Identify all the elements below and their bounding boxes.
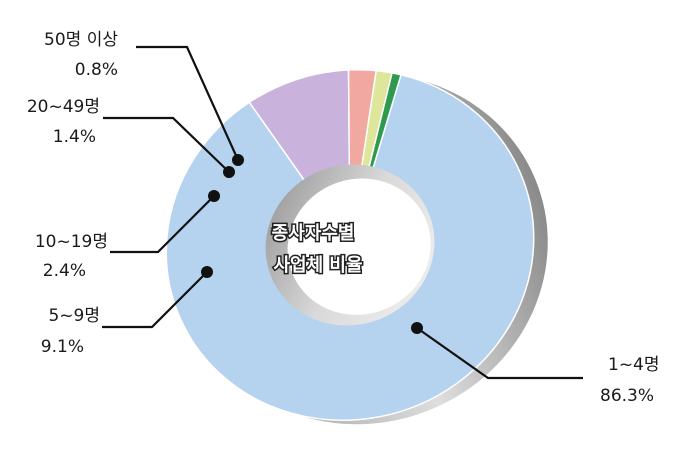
leader-dot-1-4: [411, 322, 423, 334]
label-5-9: 5~9명: [48, 306, 100, 326]
leader-line-1-4: [416, 327, 583, 380]
center-title-line1: 종사자수별: [272, 223, 355, 244]
leader-dots: [201, 154, 423, 334]
value-1-4: 86.3%: [600, 386, 654, 406]
label-10-19: 10~19명: [35, 232, 108, 252]
value-50-plus: 0.8%: [75, 60, 118, 80]
leader-dot-20-49: [223, 166, 235, 178]
center-title-line2: 사업체 비율: [273, 255, 362, 276]
leader-line-20-49: [103, 116, 230, 173]
leader-line-5-9: [102, 271, 208, 329]
hole-inner: [287, 178, 431, 315]
donut-hole: [265, 164, 435, 326]
leader-dot-50-plus: [232, 154, 244, 166]
leader-dot-10-19: [208, 190, 220, 202]
leader-lines: [102, 45, 583, 380]
value-10-19: 2.4%: [43, 261, 86, 281]
leader-line-10-19: [110, 195, 215, 254]
leader-dot-5-9: [201, 266, 213, 278]
label-50-plus: 50명 이상: [44, 30, 118, 50]
value-20-49: 1.4%: [53, 127, 96, 147]
value-5-9: 9.1%: [41, 337, 84, 357]
label-20-49: 20~49명: [27, 97, 100, 117]
leader-line-50-plus: [136, 45, 240, 161]
label-1-4: 1~4명: [608, 355, 660, 375]
